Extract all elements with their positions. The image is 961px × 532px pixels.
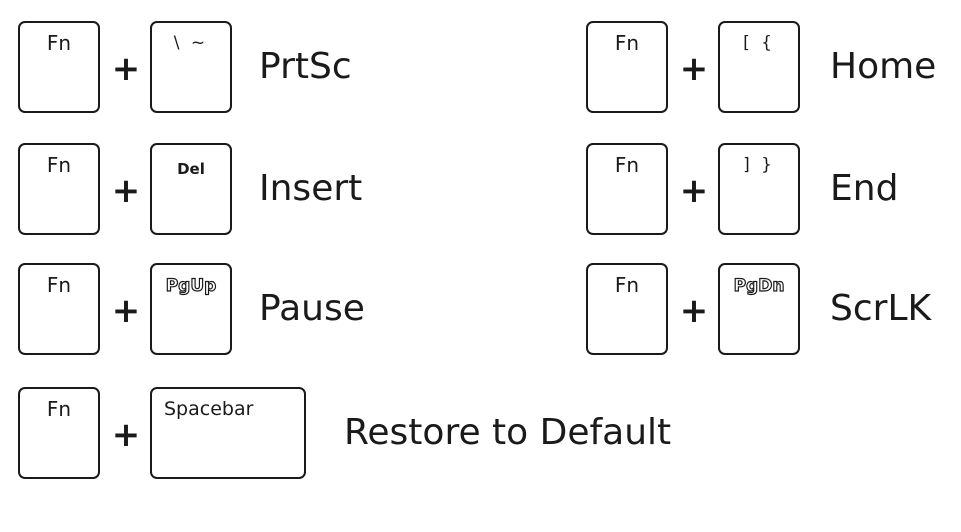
action-label: Insert	[259, 168, 363, 209]
shortcut-home: Fn + [ { Home	[586, 21, 956, 117]
pgdn-key: PgDn	[718, 263, 800, 355]
fn-key-label: Fn	[614, 31, 640, 55]
plus-sign: +	[679, 49, 709, 89]
fn-key-label: Fn	[614, 153, 640, 177]
fn-key: Fn	[18, 21, 100, 113]
action-label: Pause	[259, 288, 365, 329]
fn-key: Fn	[18, 143, 100, 235]
action-label: Restore to Default	[344, 412, 672, 453]
shortcut-insert: Fn + Del Insert	[18, 143, 418, 239]
fn-key: Fn	[586, 263, 668, 355]
left-bracket-key-label: [ {	[743, 33, 775, 53]
action-label: PrtSc	[259, 46, 352, 87]
plus-sign: +	[111, 415, 141, 455]
fn-key-label: Fn	[46, 31, 72, 55]
left-bracket-key: [ {	[718, 21, 800, 113]
pgdn-key-label: PgDn	[733, 275, 785, 296]
fn-key-label: Fn	[614, 273, 640, 297]
pgup-key-label: PgUp	[165, 275, 217, 296]
fn-key: Fn	[18, 263, 100, 355]
backslash-tilde-key: \ ~	[150, 21, 232, 113]
shortcut-scrlk: Fn + PgDn ScrLK	[586, 263, 956, 359]
right-bracket-key: ] }	[718, 143, 800, 235]
del-key: Del	[150, 143, 232, 235]
fn-key-label: Fn	[46, 273, 72, 297]
shortcut-pause: Fn + PgUp Pause	[18, 263, 418, 359]
del-key-label: Del	[177, 160, 205, 178]
spacebar-key: Spacebar	[150, 387, 306, 479]
action-label: Home	[830, 46, 937, 87]
fn-key: Fn	[586, 21, 668, 113]
plus-sign: +	[679, 291, 709, 331]
pgup-key: PgUp	[150, 263, 232, 355]
plus-sign: +	[679, 171, 709, 211]
fn-key: Fn	[586, 143, 668, 235]
plus-sign: +	[111, 171, 141, 211]
fn-key-label: Fn	[46, 397, 72, 421]
action-label: End	[830, 168, 899, 209]
shortcut-restore-default: Fn + Spacebar Restore to Default	[18, 387, 758, 483]
backslash-tilde-key-label: \ ~	[173, 33, 209, 53]
right-bracket-key-label: ] }	[743, 155, 775, 175]
plus-sign: +	[111, 49, 141, 89]
shortcut-end: Fn + ] } End	[586, 143, 956, 239]
plus-sign: +	[111, 291, 141, 331]
fn-key-label: Fn	[46, 153, 72, 177]
shortcut-prtsc: Fn + \ ~ PrtSc	[18, 21, 418, 117]
fn-key: Fn	[18, 387, 100, 479]
action-label: ScrLK	[830, 288, 932, 329]
spacebar-key-label: Spacebar	[164, 398, 254, 420]
